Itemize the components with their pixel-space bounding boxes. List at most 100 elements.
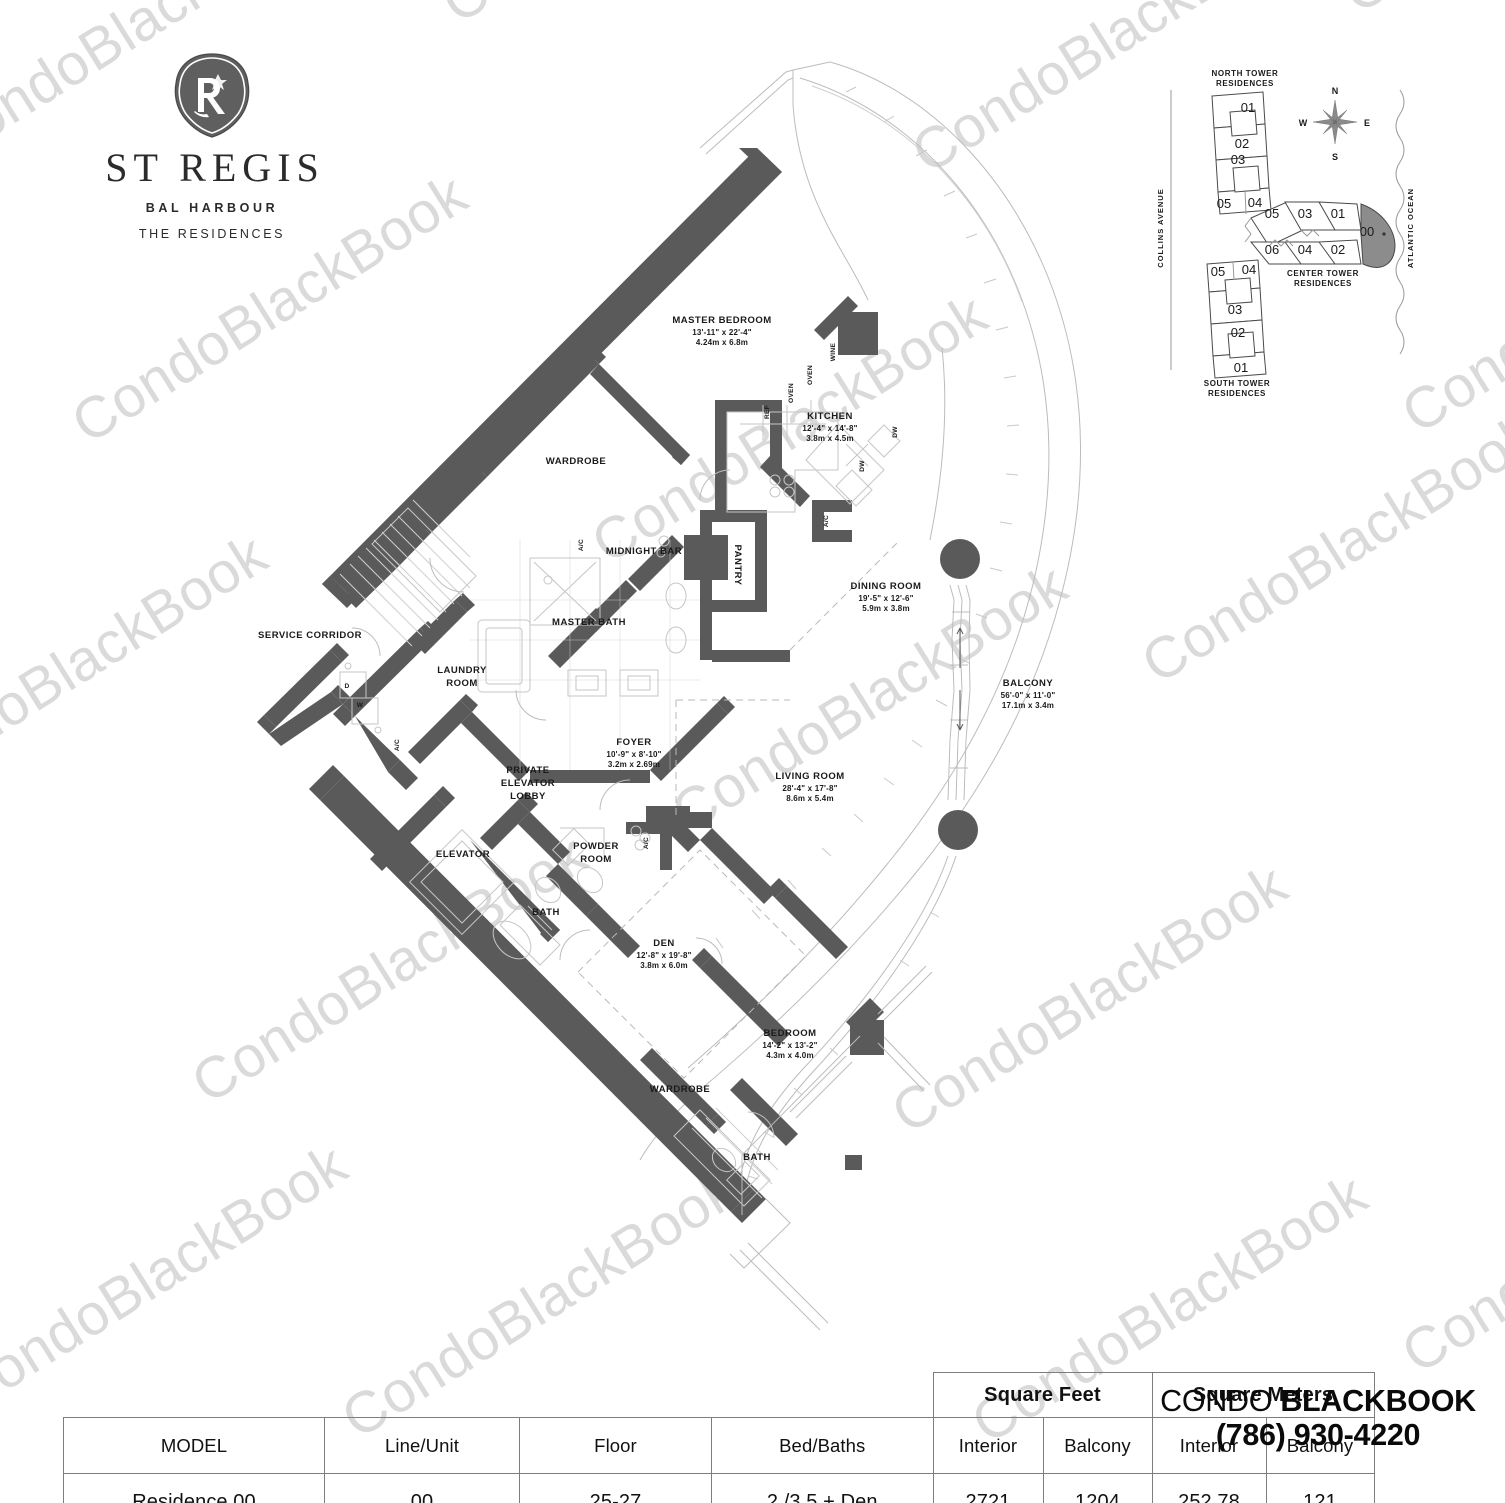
appliance-label-ac-kitchen: A/C: [823, 515, 830, 527]
center-tower-unit-00: 00: [1360, 224, 1374, 239]
compass-east: E: [1364, 118, 1370, 128]
room-label-master-bath: MASTER BATH: [552, 617, 626, 628]
south-tower-label-line2: RESIDENCES: [1208, 389, 1266, 398]
bedroom-exterior-glass: [789, 965, 933, 1119]
room-label-den: DEN: [653, 938, 675, 949]
room-dim-master-bedroom-m: 4.24m x 6.8m: [696, 338, 748, 347]
south-tower-unit-03: 03: [1228, 302, 1242, 317]
north-tower-unit-01: 01: [1241, 100, 1255, 115]
room-label-laundry-line2: ROOM: [446, 678, 478, 689]
column-header-floor: Floor: [519, 1417, 712, 1474]
center-tower-unit-03: 03: [1298, 206, 1312, 221]
center-tower-label-line1: CENTER TOWER: [1287, 269, 1359, 278]
room-dim-bedroom-m: 4.3m x 4.0m: [766, 1051, 814, 1060]
column-header-sm-interior: Interior: [1151, 1417, 1267, 1474]
cell-sf-balcony: 1204: [1042, 1473, 1153, 1503]
north-tower-unit-04: 04: [1248, 195, 1262, 210]
room-label-midnight-bar: MIDNIGHT BAR: [606, 546, 682, 557]
interior-fixtures: [339, 400, 901, 1207]
structural-walls: [257, 148, 884, 1223]
cell-sm-balcony: 121: [1265, 1473, 1375, 1503]
north-tower-label-line2: RESIDENCES: [1216, 79, 1274, 88]
room-label-balcony: BALCONY: [1003, 678, 1054, 689]
room-label-elevator: ELEVATOR: [436, 849, 490, 860]
room-label-dining-room: DINING ROOM: [851, 581, 922, 592]
room-label-powder-line2: ROOM: [580, 854, 612, 865]
spacer-bed: [712, 1373, 934, 1418]
south-tower-diagram: 05 04 03 02 01: [1206, 259, 1267, 379]
appliance-label-washer: W: [357, 702, 364, 709]
room-label-wardrobe-master: WARDROBE: [546, 456, 606, 467]
compass-south: S: [1332, 152, 1338, 162]
atlantic-ocean-line: [1395, 89, 1405, 355]
spec-table-group-header-row: Square Feet Square Meters: [64, 1372, 1375, 1418]
balcony-direction-arrows: [956, 627, 964, 731]
center-tower-label-line2: RESIDENCES: [1294, 279, 1352, 288]
balcony-glass-panels: [947, 584, 971, 801]
room-label-bath-hall: BATH: [532, 907, 560, 918]
balcony-inner-edge: [792, 70, 946, 541]
st-regis-crest-icon: [174, 53, 250, 138]
contact-phone[interactable]: (786) 930-4220: [1215, 1418, 1421, 1453]
st-regis-branding: ST REGIS BAL HARBOUR THE RESIDENCES: [62, 52, 362, 241]
appliance-labels: WINE OVEN OVEN REF DW DW D W A/C A/C A/C…: [344, 342, 899, 849]
room-label-pel-line3: LOBBY: [510, 791, 546, 802]
room-dim-kitchen-m: 3.8m x 4.5m: [806, 434, 854, 443]
column-header-line-unit: Line/Unit: [324, 1417, 520, 1474]
center-tower-diagram: 05 03 01 06 04 02 00: [1244, 201, 1396, 268]
room-label-living-room: LIVING ROOM: [775, 771, 844, 782]
condo-blackbook-contact: CONDO BLACKBOOK (786) 930-4220: [1148, 1384, 1488, 1452]
table-row: Residence 00 00 25-27 2 /3.5 + Den 2721 …: [63, 1473, 1375, 1503]
south-tower-unit-01: 01: [1234, 360, 1248, 375]
room-dim-bedroom-ft: 14'-2" x 13'-2": [762, 1041, 817, 1050]
room-label-pantry: PANTRY: [732, 545, 743, 586]
room-dim-balcony-ft: 56'-0" x 11'-0": [1001, 691, 1056, 700]
center-tower-unit-02: 02: [1331, 242, 1345, 257]
appliance-label-ref: REF: [764, 405, 771, 419]
master-bedroom-exterior-glass: [699, 69, 794, 155]
south-tower-label-line1: SOUTH TOWER: [1204, 379, 1270, 388]
north-tower-label-line1: NORTH TOWER: [1212, 69, 1279, 78]
brand-location: BAL HARBOUR: [145, 201, 279, 215]
appliance-label-oven-lower: OVEN: [788, 383, 795, 403]
north-tower-diagram: 01 02 03 05 04: [1211, 91, 1272, 215]
cell-sm-interior: 252.78: [1151, 1473, 1267, 1503]
room-label-wardrobe-bedroom: WARDROBE: [650, 1084, 710, 1095]
cell-floor: 25-27: [519, 1473, 712, 1503]
column-header-sm-balcony: Balcony: [1265, 1417, 1375, 1474]
cell-bed-baths: 2 /3.5 + Den: [711, 1473, 934, 1503]
room-label-service-corridor: SERVICE CORRIDOR: [258, 630, 362, 641]
room-label-foyer: FOYER: [616, 737, 651, 748]
spacer-line: [325, 1373, 520, 1418]
appliance-label-wine: WINE: [830, 342, 837, 361]
cell-model: Residence 00: [63, 1473, 325, 1503]
logo-word-blackbook: BLACKBOOK: [1280, 1384, 1476, 1418]
room-label-bath-bedroom: BATH: [743, 1152, 771, 1163]
column-header-model: MODEL: [63, 1417, 325, 1474]
room-dim-dining-m: 5.9m x 3.8m: [862, 604, 910, 613]
south-tower-unit-02: 02: [1231, 325, 1245, 340]
logo-word-condo: CONDO: [1160, 1384, 1281, 1418]
brand-subtitle: THE RESIDENCES: [138, 227, 286, 241]
spacer-model: [64, 1373, 325, 1418]
appliance-label-dw-upper: DW: [892, 426, 899, 438]
center-tower-unit-05: 05: [1265, 206, 1279, 221]
group-header-square-feet: Square Feet: [932, 1372, 1153, 1418]
room-dim-balcony-m: 17.1m x 3.4m: [1002, 701, 1054, 710]
cell-sf-interior: 2721: [932, 1473, 1044, 1503]
column-header-sf-interior: Interior: [932, 1417, 1044, 1474]
residence-spec-table: Square Feet Square Meters MODEL Line/Uni…: [63, 1372, 1375, 1503]
room-labels: MASTER BEDROOM 13'-11" x 22'-4" 4.24m x …: [258, 315, 1055, 1163]
spacer-floor: [520, 1373, 712, 1418]
group-header-square-meters: Square Meters: [1151, 1372, 1375, 1418]
room-dim-foyer-ft: 10'-9" x 8'-10": [606, 750, 661, 759]
appliance-label-ac-powder: A/C: [643, 837, 650, 849]
room-label-master-bedroom: MASTER BEDROOM: [672, 315, 771, 326]
room-dim-living-ft: 28'-4" x 17'-8": [782, 784, 837, 793]
appliance-label-ac-midnight: A/C: [578, 539, 585, 551]
site-key-plan: COLLINS AVENUE ATLANTIC OCEAN NORTH TOWE…: [1145, 52, 1445, 402]
appliance-label-dryer: D: [344, 683, 349, 690]
appliance-label-ac-laundry: A/C: [394, 739, 401, 751]
center-tower-unit-01: 01: [1331, 206, 1345, 221]
